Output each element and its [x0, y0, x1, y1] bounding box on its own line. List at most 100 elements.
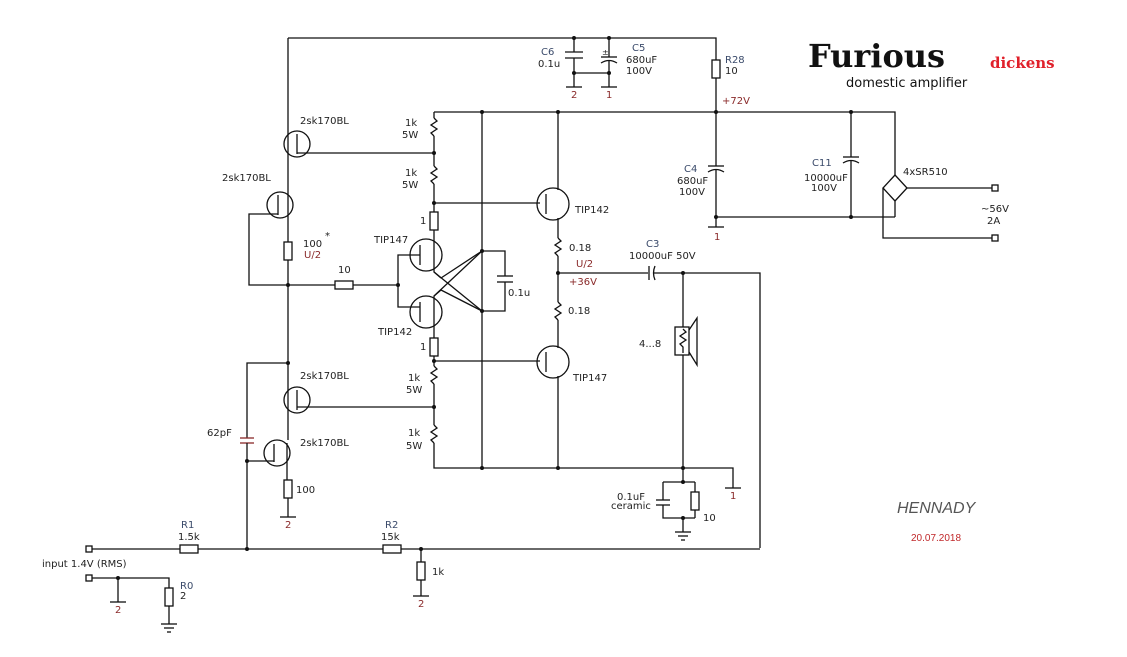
svg-text:2: 2: [180, 591, 186, 602]
svg-text:0.18: 0.18: [568, 306, 590, 317]
title-suffix: dickens: [990, 54, 1055, 72]
svg-text:1k: 1k: [405, 118, 417, 129]
resistor-0-18-top: 0.18 U/2 +36V: [553, 237, 597, 302]
svg-text:R1: R1: [181, 520, 194, 531]
svg-text:1: 1: [606, 90, 612, 101]
input-label: input 1.4V (RMS): [42, 559, 127, 570]
svg-text:C11: C11: [812, 158, 832, 169]
svg-text:TIP142: TIP142: [377, 327, 412, 338]
svg-text:1k: 1k: [408, 373, 420, 384]
svg-text:C6: C6: [541, 47, 554, 58]
svg-text:5W: 5W: [406, 385, 422, 396]
svg-text:~56V: ~56V: [981, 204, 1009, 215]
svg-text:100V: 100V: [811, 183, 837, 194]
capacitor-62pf: 62pF: [207, 362, 288, 548]
capacitor-c6: C6 0.1u 2: [538, 38, 583, 101]
svg-text:+36V: +36V: [569, 277, 597, 288]
svg-text:C4: C4: [684, 164, 697, 175]
svg-text:100: 100: [296, 485, 315, 496]
resistor-r28: R28 10 +72V: [711, 55, 750, 112]
capacitor-c4: C4 680uF 100V 1: [677, 112, 725, 243]
capacitor-c3: C3 10000uF 50V: [558, 239, 761, 548]
svg-text:100V: 100V: [626, 66, 652, 77]
svg-text:100: 100: [303, 239, 322, 250]
date: 20.07.2018: [911, 533, 961, 544]
svg-text:0.18: 0.18: [569, 243, 591, 254]
svg-text:10: 10: [338, 265, 351, 276]
svg-text:2sk170BL: 2sk170BL: [300, 438, 349, 449]
svg-text:2: 2: [285, 520, 291, 531]
svg-text:1k: 1k: [408, 428, 420, 439]
svg-text:+72V: +72V: [722, 96, 750, 107]
transistor-tip142-driver: TIP142: [377, 289, 443, 338]
svg-text:2: 2: [571, 90, 577, 101]
svg-text:R28: R28: [725, 55, 745, 66]
zobel-network: 0.1uF ceramic 10: [611, 468, 716, 541]
svg-text:1: 1: [714, 232, 720, 243]
svg-text:1k: 1k: [405, 168, 417, 179]
jfet-q2: 2sk170BL: [222, 173, 294, 286]
svg-text:10000uF 50V: 10000uF 50V: [629, 251, 696, 262]
svg-text:2: 2: [418, 599, 424, 610]
resistor-100-star: 100 * U/2: [283, 231, 330, 365]
jfet-q4: 2sk170BL: [245, 438, 349, 480]
svg-text:R0: R0: [180, 581, 193, 592]
title: Furious: [808, 37, 945, 75]
svg-text:0.1u: 0.1u: [508, 288, 530, 299]
bridge-rectifier: 4xSR510 ~56V 2A: [882, 167, 1009, 242]
jfet-q1: 2sk170BL: [283, 116, 434, 158]
top-rail: [287, 36, 717, 130]
resistor-0-18-bottom: 0.18: [553, 301, 590, 348]
resistor-1k-top-2: 1k 5W: [402, 165, 540, 212]
svg-text:1.5k: 1.5k: [178, 532, 200, 543]
author: HENNADY: [897, 500, 977, 517]
svg-text:2sk170BL: 2sk170BL: [222, 173, 271, 184]
svg-text:1: 1: [420, 216, 426, 227]
capacitor-c5: ± C5 680uF 100V 1: [572, 38, 657, 101]
svg-text:100V: 100V: [679, 187, 705, 198]
resistor-10: 10: [288, 265, 400, 290]
svg-text:62pF: 62pF: [207, 428, 232, 439]
resistor-1-top: 1: [420, 211, 439, 240]
svg-text:1: 1: [420, 342, 426, 353]
speaker: 4...8: [639, 273, 698, 468]
svg-text:C3: C3: [646, 239, 659, 250]
svg-text:10: 10: [725, 66, 738, 77]
svg-text:5W: 5W: [406, 441, 422, 452]
resistor-1k-bottom-1: 1k 5W: [406, 365, 439, 425]
jfet-q3: 2sk170BL: [283, 361, 434, 440]
input-network: R1 1.5k R2 15k 1k 2 input 1.4V (RMS) 2 R…: [42, 520, 760, 633]
capacitor-0-1u-bias: 0.1u: [482, 250, 530, 312]
svg-text:R2: R2: [385, 520, 398, 531]
transistor-tip142-output: TIP142: [536, 112, 609, 238]
svg-text:4...8: 4...8: [639, 339, 661, 350]
svg-text:680uF: 680uF: [677, 176, 708, 187]
resistor-1k-top-1: 1k 5W: [402, 112, 439, 166]
bias-cross: [433, 112, 484, 468]
svg-text:0.1u: 0.1u: [538, 59, 560, 70]
svg-text:5W: 5W: [402, 180, 418, 191]
svg-text:1: 1: [730, 491, 736, 502]
svg-text:U/2: U/2: [576, 259, 593, 270]
svg-text:2: 2: [115, 605, 121, 616]
capacitor-c11: C11 10000uF 100V: [804, 112, 860, 219]
svg-text:680uF: 680uF: [626, 55, 657, 66]
svg-text:TIP147: TIP147: [373, 235, 408, 246]
svg-text:±: ±: [602, 48, 609, 57]
svg-text:U/2: U/2: [304, 250, 321, 261]
svg-text:ceramic: ceramic: [611, 501, 651, 512]
svg-text:1k: 1k: [432, 567, 444, 578]
svg-text:2sk170BL: 2sk170BL: [300, 371, 349, 382]
resistor-1-bottom: 1: [420, 337, 540, 366]
svg-text:10: 10: [703, 513, 716, 524]
svg-text:0.1uF: 0.1uF: [617, 492, 645, 503]
resistor-100: 100 2: [280, 479, 315, 531]
svg-text:4xSR510: 4xSR510: [903, 167, 948, 178]
svg-text:2sk170BL: 2sk170BL: [300, 116, 349, 127]
svg-text:5W: 5W: [402, 130, 418, 141]
svg-text:2A: 2A: [987, 216, 1000, 227]
subtitle: domestic amplifier: [846, 76, 968, 91]
svg-text:15k: 15k: [381, 532, 400, 543]
svg-text:*: *: [325, 231, 330, 242]
